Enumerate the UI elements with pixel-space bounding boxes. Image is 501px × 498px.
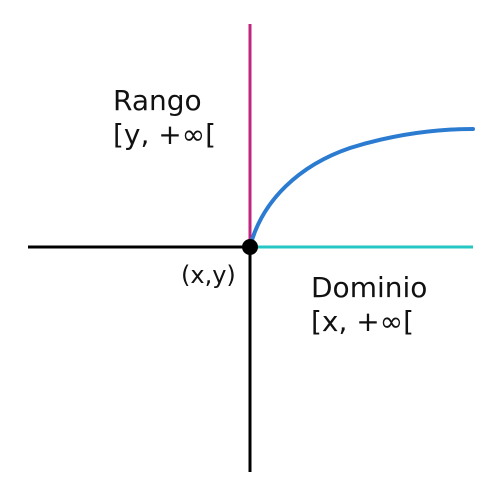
- origin-label: (x,y): [181, 261, 236, 289]
- domain-interval: [x, +∞[: [311, 305, 414, 338]
- origin-point: [242, 239, 258, 255]
- range-interval: [y, +∞[: [113, 118, 216, 151]
- domain-title: Dominio: [311, 271, 427, 304]
- range-title: Rango: [113, 84, 202, 117]
- function-curve: [248, 127, 475, 249]
